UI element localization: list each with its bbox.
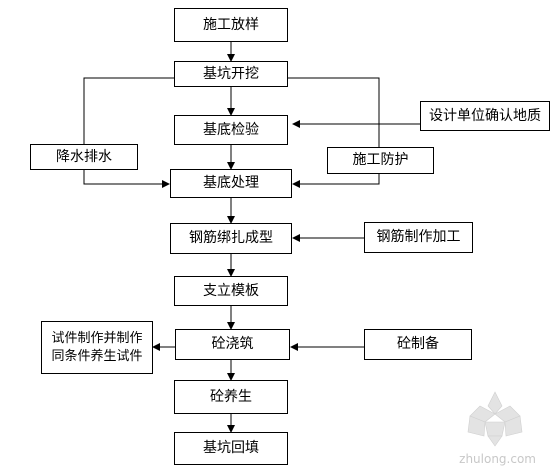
node-specimen: 试件制作并制作 同条件养生试件: [41, 321, 153, 374]
node-rebar-fabrication: 钢筋制作加工: [364, 222, 473, 253]
node-rebar-binding: 钢筋绑扎成型: [170, 223, 292, 254]
node-backfill: 基坑回填: [174, 432, 288, 465]
node-label: 基底检验: [203, 121, 259, 138]
node-concrete-pouring: 砼浇筑: [175, 329, 290, 360]
node-label: 支立模板: [203, 282, 259, 299]
node-stakeout: 施工放样: [174, 8, 288, 42]
node-label: 钢筋绑扎成型: [189, 230, 273, 247]
line-n2-protect: [288, 77, 380, 147]
node-base-inspection: 基底检验: [174, 115, 288, 145]
node-protection: 施工防护: [327, 147, 434, 174]
watermark-text: zhulong.com: [459, 452, 536, 466]
node-concrete-prep: 砼制备: [364, 329, 472, 360]
node-label: 降水排水: [56, 148, 112, 165]
node-label: 砼制备: [397, 336, 439, 353]
arrow-drain-n4: [83, 170, 170, 188]
node-label: 施工放样: [203, 16, 259, 33]
node-label: 基底处理: [203, 175, 259, 192]
node-label: 砼养生: [210, 388, 252, 405]
node-label: 基坑开挖: [203, 65, 259, 82]
node-label: 试件制作并制作 同条件养生试件: [51, 330, 143, 364]
node-base-treatment: 基底处理: [170, 169, 292, 198]
node-label: 钢筋制作加工: [376, 229, 461, 246]
node-label: 施工防护: [352, 152, 409, 169]
zhulong-logo-icon: [467, 391, 523, 447]
node-formwork: 支立模板: [174, 276, 288, 306]
arrow-protect-n4: [292, 174, 380, 188]
node-label: 基坑回填: [203, 440, 259, 457]
line-n2-drain: [83, 77, 176, 144]
node-label: 设计单位确认地质: [429, 107, 541, 124]
node-label: 砼浇筑: [211, 336, 254, 353]
node-excavation: 基坑开挖: [174, 61, 288, 87]
node-geology-confirm: 设计单位确认地质: [420, 101, 550, 131]
node-drainage: 降水排水: [30, 144, 138, 170]
node-curing: 砼养生: [174, 380, 288, 414]
